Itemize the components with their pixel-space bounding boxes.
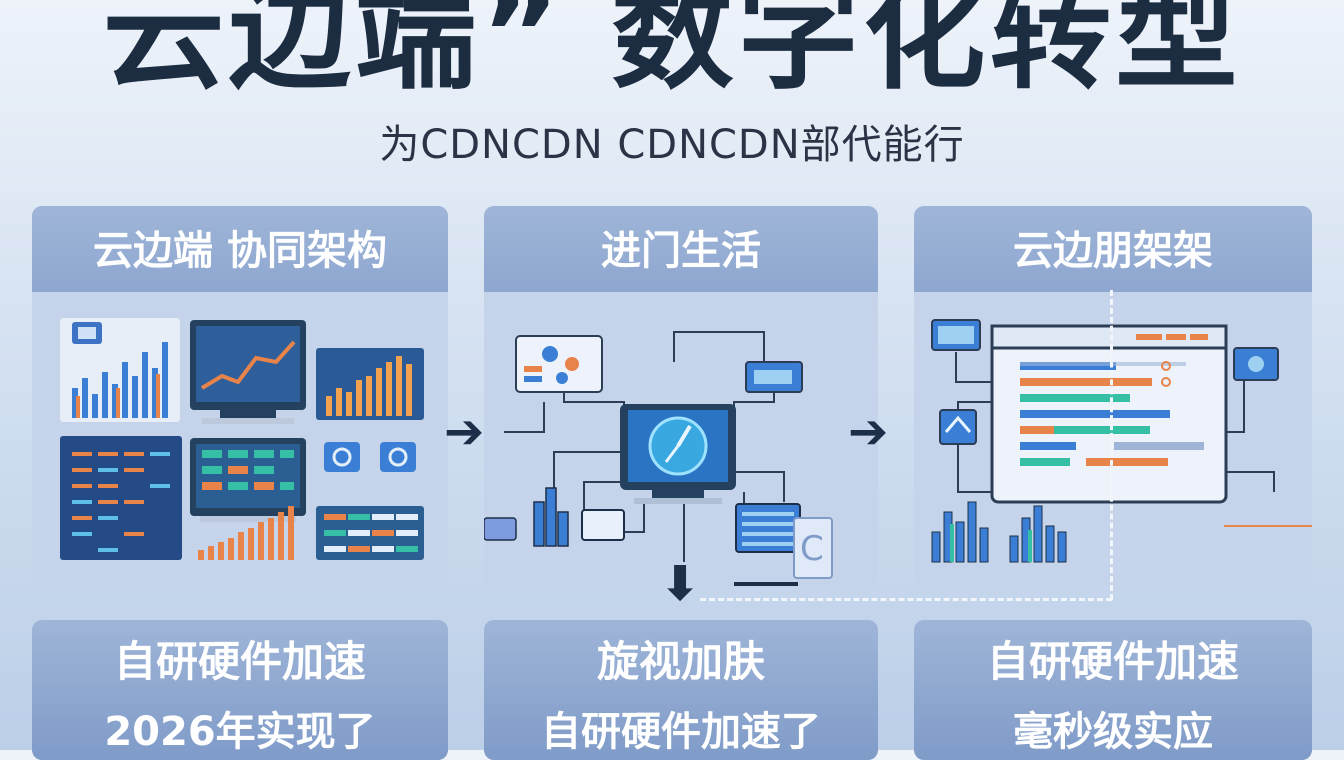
subtitle: 为CDNCDN CDNCDN部代能行 — [379, 122, 965, 168]
arrow-right-icon: ➔ — [848, 404, 889, 460]
svg-text:C: C — [800, 529, 824, 569]
panel-title: 进门生活 — [484, 206, 878, 292]
feature-card: 旋视加肤 自研硬件加速了 — [484, 620, 878, 760]
panel-framework: 云边朋架架 — [914, 206, 1312, 588]
feature-card: 自研硬件加速 2026年实现了 — [32, 620, 448, 760]
panel-title: 云边端 协同架构 — [32, 206, 448, 292]
arrow-right-icon: ➔ — [444, 404, 485, 460]
connector-line — [1110, 290, 1113, 600]
panel-illustration — [914, 292, 1312, 588]
card-title: 自研硬件加速 — [986, 637, 1239, 686]
panel-life: 进门生活 — [484, 206, 878, 588]
card-text: 自研硬件加速了 — [541, 709, 821, 755]
arrow-down-icon: ⬇ — [660, 556, 701, 612]
card-text: 毫秒级实应 — [1013, 709, 1213, 755]
card-title: 旋视加肤 — [596, 637, 765, 686]
panel-illustration: C — [484, 292, 878, 588]
panel-architecture: 云边端 协同架构 — [32, 206, 448, 588]
connector-line — [700, 598, 1112, 601]
feature-card: 自研硬件加速 毫秒级实应 — [914, 620, 1312, 760]
card-title: 自研硬件加速 — [113, 637, 366, 686]
cloud-edge-dashboard-illustration — [931, 319, 1312, 563]
panel-title: 云边朋架架 — [914, 206, 1312, 292]
card-text: 2026年实现了 — [104, 709, 376, 755]
dashboard-grid-illustration — [60, 318, 424, 560]
network-hub-illustration: C — [484, 331, 833, 586]
panel-illustration — [32, 292, 448, 588]
main-title: 云边端” 数字化转型 — [102, 0, 1242, 106]
